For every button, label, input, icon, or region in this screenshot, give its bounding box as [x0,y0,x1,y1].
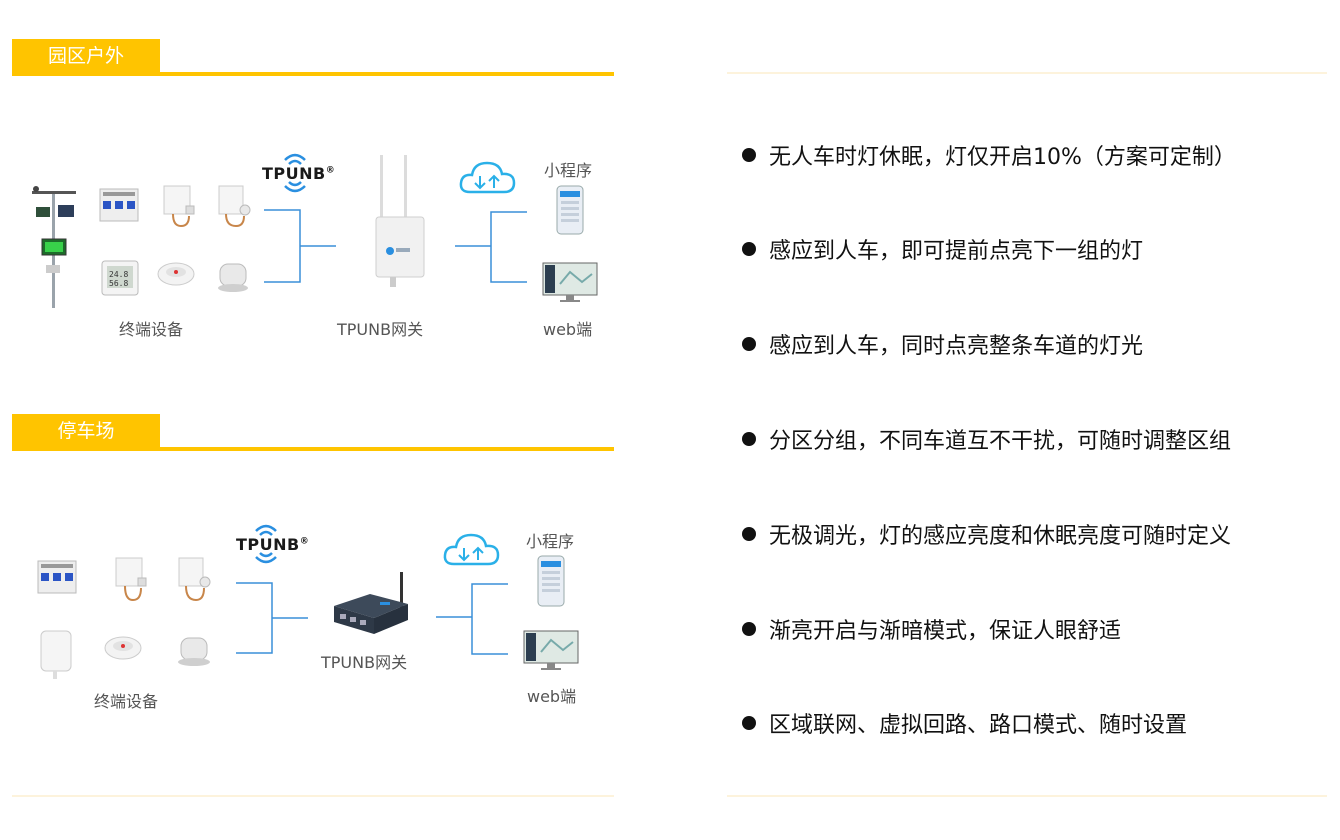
feature-item: 渐亮开启与渐暗模式，保证人眼舒适 [742,613,1121,645]
bullet-icon [742,527,756,541]
tpunb-brand-text: TPUNB [236,535,300,554]
circuit-breaker-icon [37,560,77,594]
web-label: web端 [527,687,577,706]
bottom-divider-left [12,795,614,797]
feature-item: 感应到人车，即可提前点亮下一组的灯 [742,233,1143,265]
feature-item: 无人车时灯休眠，灯仅开启10%（方案可定制） [742,139,1236,171]
feature-text: 渐亮开启与渐暗模式，保证人眼舒适 [769,619,1122,644]
smartphone-icon [556,185,584,235]
bullet-icon [742,622,756,636]
top-divider-right [727,72,1327,74]
section-divider-outdoor [12,72,614,76]
svg-text:24.8: 24.8 [109,270,128,279]
device-connector-lines [264,209,336,283]
wall-sensor-icon [40,630,72,679]
light-sensor-icon [218,263,248,292]
section-tab-outdoor: 园区户外 [12,39,160,74]
registered-mark: ® [299,536,310,547]
web-label: web端 [543,320,593,339]
bullet-icon [742,148,756,162]
svg-text:56.8: 56.8 [109,279,128,288]
terminal-devices-label: 终端设备 [119,320,184,339]
gateway-label: TPUNB网关 [337,320,424,339]
bullet-icon [742,432,756,446]
tpunb-brand: TPUNB® [262,164,335,183]
miniprogram-label: 小程序 [526,532,575,551]
bullet-icon [742,716,756,730]
temperature-probe-icon [178,557,211,602]
bullet-icon [742,337,756,351]
cloud-connector-lines [455,211,527,283]
section-tab-parking: 停车场 [12,414,160,449]
wireless-signal-icon [284,153,306,193]
outdoor-gateway-icon [375,155,425,287]
monitor-dashboard-icon [542,262,598,302]
tpunb-brand-text: TPUNB [262,164,326,183]
gateway-label: TPUNB网关 [321,653,408,672]
feature-item: 区域联网、虚拟回路、路口模式、随时设置 [742,707,1187,739]
bottom-divider-right [727,795,1327,797]
smoke-detector-icon [104,636,142,660]
device-connector-lines [236,582,308,654]
feature-text: 感应到人车，即可提前点亮下一组的灯 [769,239,1144,264]
terminal-devices-label: 终端设备 [94,692,159,711]
tpunb-brand: TPUNB® [236,535,309,554]
feature-item: 感应到人车，同时点亮整条车道的灯光 [742,328,1143,360]
feature-item: 分区分组，不同车道互不干扰，可随时调整区组 [742,423,1231,455]
thermo-hygrometer-icon: 24.8 56.8 [101,260,139,296]
feature-item: 无极调光，灯的感应亮度和休眠亮度可随时定义 [742,518,1231,550]
cloud-sync-icon [443,533,500,566]
feature-text: 区域联网、虚拟回路、路口模式、随时设置 [769,713,1188,738]
cloud-connector-lines [436,583,508,655]
sensor-probe-icon [115,557,147,602]
light-sensor-icon [178,637,210,666]
temperature-probe-icon [218,185,251,228]
registered-mark: ® [325,165,336,176]
feature-text: 无极调光，灯的感应亮度和休眠亮度可随时定义 [769,524,1232,549]
feature-text: 无人车时灯休眠，灯仅开启10%（方案可定制） [769,145,1236,170]
feature-text: 分区分组，不同车道互不干扰，可随时调整区组 [769,429,1232,454]
bullet-icon [742,242,756,256]
miniprogram-label: 小程序 [544,161,593,180]
wireless-signal-icon [255,524,277,564]
smartphone-icon [537,555,565,607]
circuit-breaker-icon [99,188,139,222]
section-divider-parking [12,447,614,451]
smoke-detector-icon [157,262,195,286]
feature-text: 感应到人车，同时点亮整条车道的灯光 [769,334,1144,359]
sensor-probe-icon [163,185,195,228]
weather-station-icon [32,186,76,308]
cloud-sync-icon [459,161,516,194]
monitor-dashboard-icon [523,630,579,670]
indoor-gateway-icon [334,572,408,634]
